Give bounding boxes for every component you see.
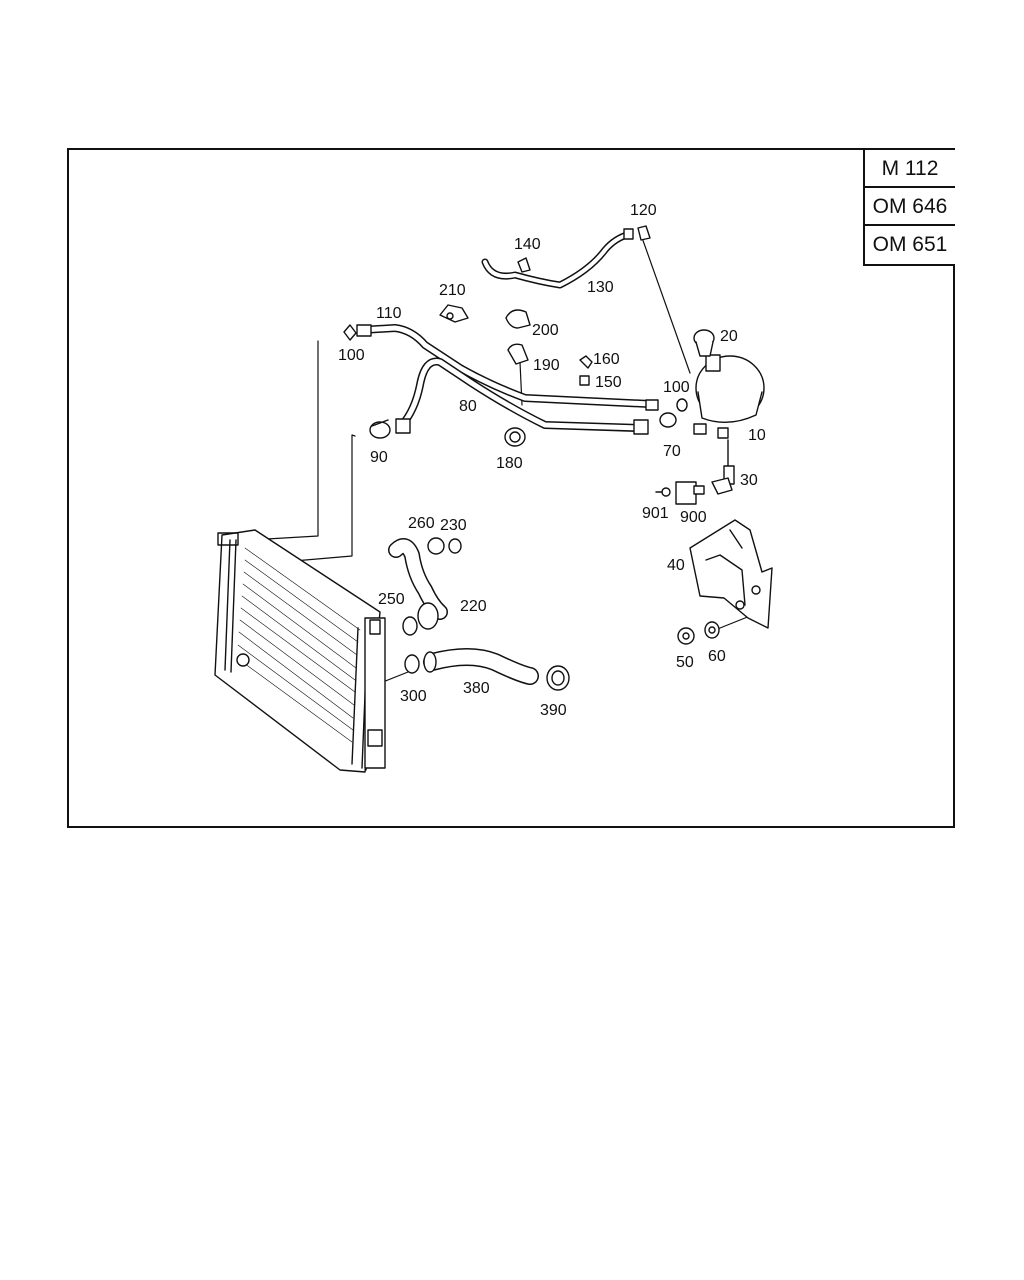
engine-code: OM 651 xyxy=(872,233,948,256)
clip-140 xyxy=(517,257,531,273)
callout-130: 130 xyxy=(587,279,614,296)
callout-30: 30 xyxy=(740,472,758,489)
callout-901: 901 xyxy=(642,505,669,522)
connector-900 xyxy=(655,481,705,505)
callout-50: 50 xyxy=(676,654,694,671)
clamp-120 xyxy=(637,225,651,241)
engine-code: M 112 xyxy=(865,150,955,188)
callout-200: 200 xyxy=(532,322,559,339)
hose-380 xyxy=(423,648,539,685)
callout-260: 260 xyxy=(408,515,435,532)
callout-180: 180 xyxy=(496,455,523,472)
callout-900: 900 xyxy=(680,509,707,526)
callout-220: 220 xyxy=(460,598,487,615)
callout-40: 40 xyxy=(667,557,685,574)
bracket-40 xyxy=(689,519,773,629)
hose-80 xyxy=(395,357,659,435)
callout-390: 390 xyxy=(540,702,567,719)
engine-code-table: M 112 OM 646 OM 651 xyxy=(863,148,955,266)
clip-200 xyxy=(505,309,531,329)
callout-160: 160 xyxy=(593,351,620,368)
engine-code: OM 646 xyxy=(865,188,955,226)
radiator xyxy=(214,529,386,773)
hose-220 xyxy=(388,538,448,630)
callout-20: 20 xyxy=(720,328,738,345)
clamp-390 xyxy=(546,665,570,691)
callout-120: 120 xyxy=(630,202,657,219)
clip-210 xyxy=(439,304,469,323)
callout-230: 230 xyxy=(440,517,467,534)
expansion-tank xyxy=(693,354,765,439)
callout-70: 70 xyxy=(663,443,681,460)
clamp-100 xyxy=(343,324,357,341)
callout-380: 380 xyxy=(463,680,490,697)
clamp-260 xyxy=(427,537,445,555)
callout-210: 210 xyxy=(439,282,466,299)
grommet-180 xyxy=(504,427,526,447)
clip-190 xyxy=(507,343,529,365)
grommet-50 xyxy=(677,627,695,645)
callout-10: 10 xyxy=(748,427,766,444)
cap-20 xyxy=(693,329,715,357)
clamp-230 xyxy=(448,538,462,554)
callout-60: 60 xyxy=(708,648,726,665)
washer-60 xyxy=(704,621,720,639)
clamp-90 xyxy=(369,419,391,439)
callout-110: 110 xyxy=(376,305,402,322)
callout-250: 250 xyxy=(378,591,405,608)
callout-140: 140 xyxy=(514,236,541,253)
callout-300: 300 xyxy=(400,688,427,705)
clamp-250 xyxy=(402,616,418,636)
hose-110 xyxy=(356,324,654,408)
diagram-frame: M 112 OM 646 OM 651 xyxy=(67,148,955,828)
clamp-70 xyxy=(659,398,688,428)
callout-80: 80 xyxy=(459,398,477,415)
callout-150: 150 xyxy=(595,374,622,391)
callouts: 10 20 30 40 50 60 70 80 90 100 100 110 1… xyxy=(338,202,766,719)
callout-100: 100 xyxy=(338,347,365,364)
hose-130 xyxy=(481,228,634,289)
callout-100: 100 xyxy=(663,379,690,396)
callout-190: 190 xyxy=(533,357,560,374)
sensor-30 xyxy=(711,439,735,495)
callout-90: 90 xyxy=(370,449,388,466)
clip-150-160 xyxy=(579,355,593,386)
clamp-300 xyxy=(404,654,420,674)
